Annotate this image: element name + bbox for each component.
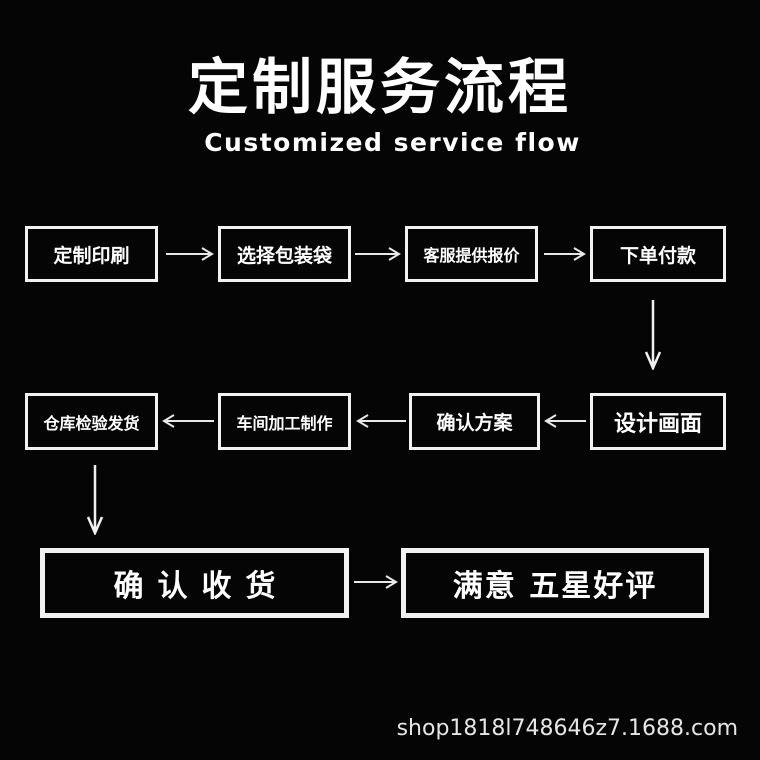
- step-workshop-production: 车间加工制作: [218, 393, 351, 450]
- step-label: 车间加工制作: [236, 413, 333, 433]
- arrow-down-icon: [644, 300, 662, 370]
- arrow-right-icon: [166, 247, 214, 261]
- arrow-left-icon: [544, 414, 586, 428]
- page-title: 定制服务流程: [188, 53, 572, 123]
- step-five-star-review: 满意 五星好评: [401, 548, 709, 618]
- arrow-left-icon: [162, 414, 214, 428]
- step-label: 确认收货: [113, 569, 290, 604]
- step-label: 选择包装袋: [236, 244, 332, 267]
- step-label: 设计画面: [613, 411, 702, 437]
- step-label: 定制印刷: [53, 244, 130, 267]
- step-label: 客服提供报价: [423, 246, 520, 265]
- step-label: 下单付款: [619, 244, 696, 267]
- arrow-right-icon: [354, 575, 398, 589]
- step-order-payment: 下单付款: [590, 226, 726, 282]
- page-subtitle: Customized service flow: [204, 128, 581, 157]
- watermark-url: shop1818l748646z7.1688.com: [396, 716, 738, 741]
- step-label: 满意 五星好评: [452, 569, 658, 604]
- step-choose-bag: 选择包装袋: [218, 226, 351, 282]
- step-custom-printing: 定制印刷: [25, 226, 158, 282]
- arrow-right-icon: [355, 247, 401, 261]
- step-quote: 客服提供报价: [405, 226, 538, 282]
- step-design: 设计画面: [590, 393, 726, 450]
- step-label: 确认方案: [436, 412, 513, 434]
- step-warehouse-shipping: 仓库检验发货: [25, 393, 158, 450]
- arrow-left-icon: [356, 414, 406, 428]
- step-confirm-plan: 确认方案: [409, 393, 540, 450]
- step-label: 仓库检验发货: [43, 413, 140, 433]
- arrow-down-icon: [86, 465, 104, 535]
- arrow-right-icon: [544, 247, 586, 261]
- step-confirm-receipt: 确认收货: [40, 548, 349, 618]
